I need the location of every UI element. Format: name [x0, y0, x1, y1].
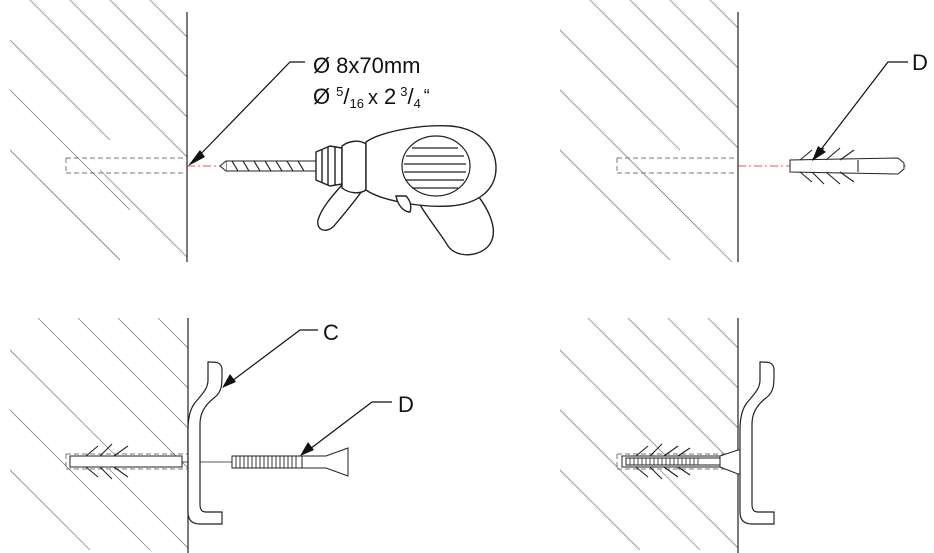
panel-insert-anchor: D: [560, 0, 928, 262]
panel-mount-bracket: C D: [10, 318, 414, 553]
drill-hole: [65, 453, 188, 470]
anchor-arrow: [812, 146, 826, 161]
bracket-arrow: [222, 374, 236, 388]
installed-anchor-icon: [621, 443, 749, 480]
drill-hole: [616, 453, 738, 470]
wall-hatching: [10, 0, 187, 261]
wall-hatching: [560, 0, 738, 262]
panel-installed: [560, 318, 775, 553]
mounting-bracket-icon: [187, 361, 223, 525]
screw-arrow: [300, 442, 314, 456]
screw-label: D: [398, 392, 414, 417]
drill-hole: [616, 157, 738, 174]
bracket-label: C: [323, 320, 339, 345]
anchor-label: D: [912, 50, 928, 75]
drill-bit: [219, 160, 319, 172]
drill-hole: [65, 157, 187, 174]
anchor-leader: [815, 61, 908, 157]
screw-icon: [231, 447, 349, 477]
wall-hatching: [10, 318, 188, 551]
mounting-bracket-icon: [739, 361, 775, 525]
drill-size-arrow: [188, 150, 205, 166]
wall-anchor-icon: [69, 443, 183, 480]
drill-size-leader: [192, 61, 305, 163]
bracket-leader: [227, 329, 318, 385]
wall-hatching: [560, 318, 738, 551]
screw-leader: [305, 401, 392, 453]
wall-anchor-icon: [789, 147, 905, 185]
power-drill-icon: [315, 124, 497, 256]
